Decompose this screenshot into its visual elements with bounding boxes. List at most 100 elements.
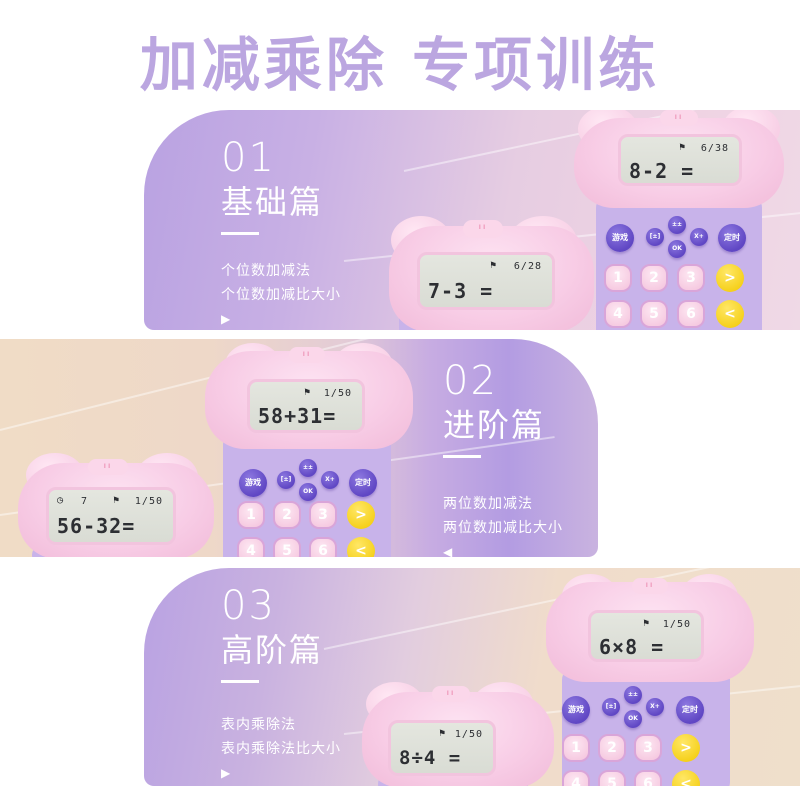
section-items: 表内乘除法 表内乘除法比大小 [221, 713, 341, 761]
lcd-progress: 6/28 [513, 261, 542, 272]
play-arrow-icon[interactable]: ▶ [221, 312, 231, 326]
section-card-advanced: ıı ◷ 7 ⚑ 1/50 56-32= ıı ⚑ 1/50 58+31= 游戏… [0, 339, 598, 557]
section-title: 高阶篇 [221, 631, 324, 669]
flag-icon: ⚑ [490, 260, 497, 271]
calculator-device-large: ıı ⚑ 1/50 58+31= 游戏 [±] ±± OK X+ 定时 1 2 … [205, 341, 415, 557]
section-text: 03 高阶篇 表内乘除法 表内乘除法比大小 ▶ [221, 584, 341, 781]
digit-button-2[interactable]: 2 [640, 264, 668, 292]
game-button[interactable]: 游戏 [606, 224, 634, 252]
section-card-expert: 03 高阶篇 表内乘除法 表内乘除法比大小 ▶ ıı ⚑ 1/50 8÷4 = … [144, 568, 800, 786]
plus-minus-button[interactable]: [±] [646, 228, 664, 246]
play-arrow-icon[interactable]: ◀ [443, 545, 453, 557]
section-item: 表内乘除法 [221, 717, 296, 733]
level-button[interactable]: ±± [299, 459, 317, 477]
calculator-device-small: ıı ◷ 7 ⚑ 1/50 56-32= [18, 449, 214, 557]
device-nose: ıı [289, 347, 325, 363]
digit-button-6[interactable]: 6 [309, 537, 337, 557]
section-item: 表内乘除法比大小 [221, 741, 341, 757]
section-items: 个位数加减法 个位数加减比大小 [221, 259, 341, 307]
timer-button[interactable]: 定时 [718, 224, 746, 252]
calculator-device-small: ıı ⚑ 6/28 7-3 = [389, 212, 594, 330]
prev-button[interactable]: < [716, 300, 744, 328]
digit-button-6[interactable]: 6 [677, 300, 705, 328]
next-button[interactable]: > [347, 501, 375, 529]
lcd-screen: ⚑ 6/38 8-2 = [618, 134, 742, 186]
timer-button[interactable]: 定时 [676, 696, 704, 724]
mult-button[interactable]: X+ [690, 228, 708, 246]
digit-button-2[interactable]: 2 [273, 501, 301, 529]
digit-button-1[interactable]: 1 [237, 501, 265, 529]
lcd-screen: ⚑ 1/50 8÷4 = [388, 720, 496, 776]
section-title: 基础篇 [221, 183, 324, 221]
flag-icon: ⚑ [304, 387, 311, 398]
digit-button-1[interactable]: 1 [604, 264, 632, 292]
device-body [562, 666, 730, 786]
ok-button[interactable]: OK [624, 710, 642, 728]
lcd-expression: 6×8 = [599, 635, 665, 659]
lcd-progress: 1/50 [662, 619, 691, 630]
prev-button[interactable]: < [672, 770, 700, 786]
lcd-progress: 6/38 [700, 143, 729, 154]
play-arrow-icon[interactable]: ▶ [221, 766, 231, 780]
lcd-expression: 7-3 = [428, 279, 494, 303]
title-underline [221, 232, 259, 235]
flag-icon: ⚑ [439, 728, 446, 739]
lcd-screen: ⚑ 6/28 7-3 = [417, 252, 555, 310]
title-underline [221, 680, 259, 683]
next-button[interactable]: > [716, 264, 744, 292]
calculator-device-large: ıı ⚑ 6/38 8-2 = 游戏 [±] ±± OK X+ 定时 1 2 3… [574, 110, 784, 330]
lcd-progress: 1/50 [454, 729, 483, 740]
mult-button[interactable]: X+ [321, 471, 339, 489]
digit-button-4[interactable]: 4 [237, 537, 265, 557]
lcd-expression: 56-32= [57, 514, 136, 538]
digit-button-3[interactable]: 3 [309, 501, 337, 529]
lcd-progress: 1/50 [323, 388, 352, 399]
device-nose: ıı [463, 220, 503, 238]
lcd-progress: 1/50 [134, 496, 163, 507]
lcd-screen: ⚑ 1/50 58+31= [247, 379, 365, 433]
level-button[interactable]: ±± [624, 686, 642, 704]
next-button[interactable]: > [672, 734, 700, 762]
section-number: 02 [443, 358, 498, 404]
flag-icon: ⚑ [113, 495, 120, 506]
digit-button-6[interactable]: 6 [634, 770, 662, 786]
digit-button-4[interactable]: 4 [604, 300, 632, 328]
section-item: 两位数加减比大小 [443, 520, 563, 536]
ok-button[interactable]: OK [668, 240, 686, 258]
digit-button-2[interactable]: 2 [598, 734, 626, 762]
lcd-expression: 58+31= [258, 404, 337, 428]
digit-button-1[interactable]: 1 [562, 734, 590, 762]
digit-button-3[interactable]: 3 [677, 264, 705, 292]
section-text: 01 基础篇 个位数加减法 个位数加减比大小 ▶ [221, 136, 341, 327]
lcd-screen: ⚑ 1/50 6×8 = [588, 610, 704, 662]
section-number: 03 [221, 583, 276, 629]
timer-button[interactable]: 定时 [349, 469, 377, 497]
game-button[interactable]: 游戏 [239, 469, 267, 497]
device-nose: ıı [660, 110, 698, 126]
lcd-expression: 8-2 = [629, 159, 695, 183]
lcd-screen: ◷ 7 ⚑ 1/50 56-32= [46, 487, 176, 545]
plus-minus-button[interactable]: [±] [602, 698, 620, 716]
digit-button-5[interactable]: 5 [273, 537, 301, 557]
prev-button[interactable]: < [347, 537, 375, 557]
digit-button-3[interactable]: 3 [634, 734, 662, 762]
section-number: 01 [221, 135, 276, 181]
lcd-expression: 8÷4 = [399, 747, 462, 769]
page-headline: 加减乘除 专项训练 [139, 31, 661, 99]
ok-button[interactable]: OK [299, 483, 317, 501]
lcd-timer: 7 [81, 496, 88, 507]
section-title: 进阶篇 [443, 406, 546, 444]
digit-button-5[interactable]: 5 [640, 300, 668, 328]
plus-minus-button[interactable]: [±] [277, 471, 295, 489]
calculator-device-large: ıı ⚑ 1/50 6×8 = 游戏 [±] ±± OK X+ 定时 1 2 3… [546, 570, 756, 786]
section-item: 个位数加减法 [221, 263, 311, 279]
section-item: 两位数加减法 [443, 496, 533, 512]
flag-icon: ⚑ [679, 142, 686, 153]
mult-button[interactable]: X+ [646, 698, 664, 716]
section-items: 两位数加减法 两位数加减比大小 [443, 492, 563, 540]
game-button[interactable]: 游戏 [562, 696, 590, 724]
level-button[interactable]: ±± [668, 216, 686, 234]
device-nose: ıı [432, 686, 470, 702]
digit-button-4[interactable]: 4 [562, 770, 590, 786]
digit-button-5[interactable]: 5 [598, 770, 626, 786]
